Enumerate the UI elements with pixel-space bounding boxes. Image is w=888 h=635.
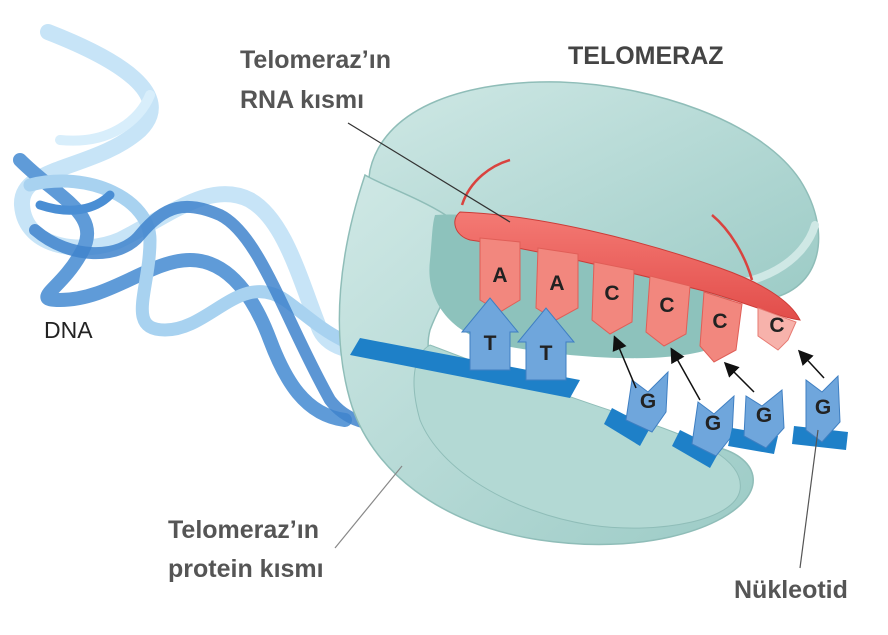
rna-base: C — [699, 291, 743, 363]
protein-leader-line — [334, 465, 403, 549]
rna-base-letter: A — [492, 264, 507, 287]
nucleotide: G — [792, 374, 848, 450]
incoming-nucleotides: G G G G — [604, 370, 848, 468]
rna-base: A — [479, 237, 521, 313]
nucleotide-label: Nükleotid — [734, 576, 848, 604]
dna-base: T — [516, 307, 576, 381]
rna-leader-line — [347, 122, 511, 223]
rna-loop-left — [460, 158, 511, 206]
rna-base: C — [645, 275, 691, 347]
rna-base-letter: C — [712, 310, 727, 333]
arrow-icon — [612, 335, 637, 389]
arrow-icon — [670, 347, 701, 401]
arrow-icon — [797, 349, 825, 379]
diagram-title: TELOMERAZ — [568, 42, 724, 70]
dna-base-letter: T — [540, 342, 553, 365]
dna-backbone — [350, 338, 580, 398]
nucleotide-letter: G — [640, 390, 656, 413]
rna-part-label-line2: RNA kısmı — [240, 86, 365, 114]
rna-base-group: A A C C C C — [479, 237, 797, 363]
nucleotide-letter: G — [815, 396, 831, 419]
dna-helix — [13, 24, 406, 432]
dna-base: T — [460, 297, 520, 371]
dna-strand-dark-2 — [29, 200, 406, 432]
leader-lines — [334, 122, 819, 569]
protein-part-label-line1: Telomeraz’ın — [168, 516, 319, 544]
protein-lower-lip — [413, 344, 741, 529]
rna-base: C — [591, 261, 635, 335]
rna-base-letter: C — [659, 294, 674, 317]
rna-base-letter: A — [549, 272, 564, 295]
rna-part-label-line1: Telomeraz’ın — [240, 46, 391, 74]
nucleotide-letter: G — [705, 412, 721, 435]
dna-strand-light-2 — [23, 174, 402, 359]
rna-base: C — [757, 307, 797, 351]
nucleotide: G — [604, 370, 669, 446]
telomerase-protein — [338, 81, 820, 546]
rna-base-letter: C — [769, 314, 784, 337]
rna-base-letter: C — [604, 282, 619, 305]
arrow-icon — [723, 361, 755, 393]
nucleotide-leader-line — [799, 429, 819, 569]
nucleotide: G — [728, 389, 785, 454]
rna-base: A — [535, 247, 579, 321]
dna-base-letter: T — [484, 332, 497, 355]
pairing-arrows — [612, 335, 825, 401]
nucleotide-letter: G — [756, 404, 772, 427]
nucleotide: G — [672, 394, 735, 468]
rna-loop-right — [711, 214, 754, 281]
paired-dna-bases: T T — [460, 297, 576, 381]
dna-strand-light — [14, 24, 398, 360]
protein-part-label-line2: protein kısmı — [168, 555, 324, 583]
dna-strand-dark — [13, 153, 352, 427]
dna-label: DNA — [44, 317, 93, 343]
